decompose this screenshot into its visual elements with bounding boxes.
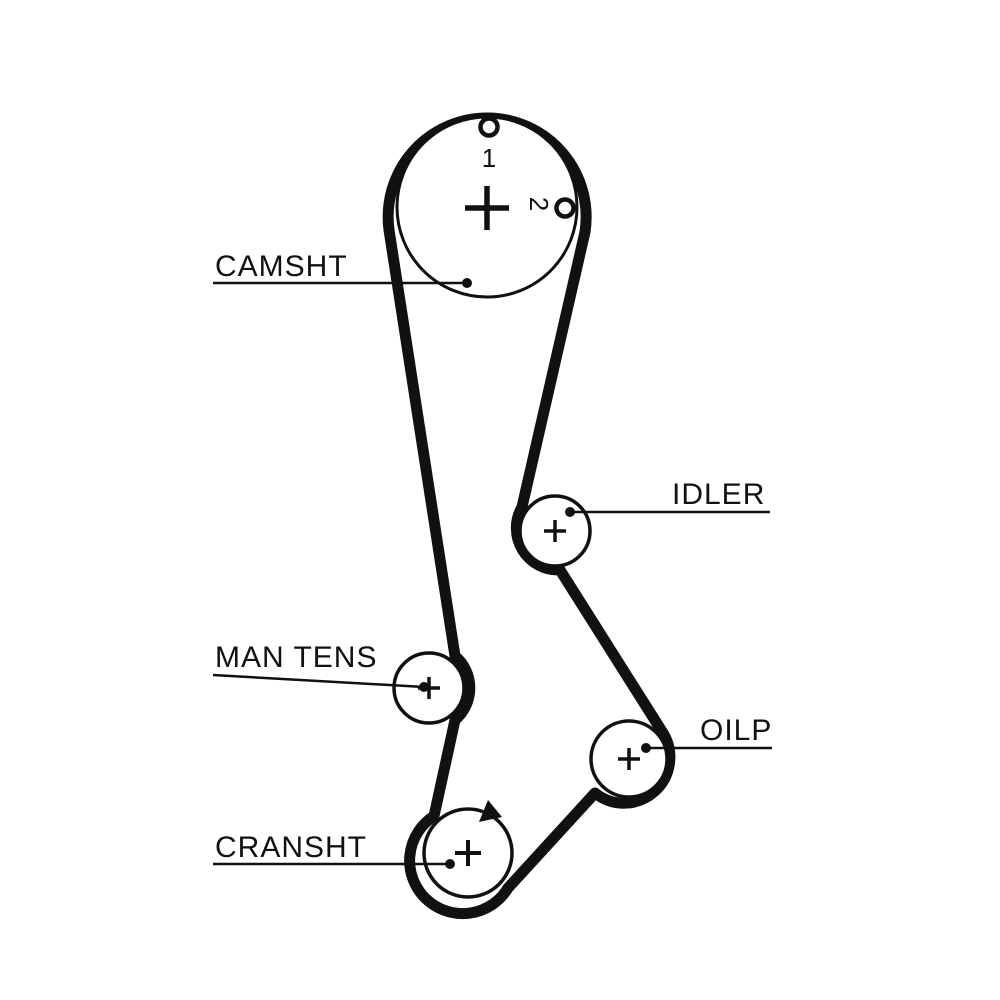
camshaft-timing-mark-1-circle: [478, 116, 500, 138]
oil-pump-center-cross-icon: [618, 748, 640, 770]
crankshaft-label: CRANSHT: [215, 831, 367, 864]
oil-pump-label: OILP: [700, 714, 772, 747]
camshaft-center-cross-icon: [465, 186, 509, 230]
crankshaft-leader-dot: [445, 859, 455, 869]
tensioner-leader-line: [212, 673, 425, 689]
oil-pump-leader-dot: [641, 743, 651, 753]
tensioner-label: MAN TENS: [215, 641, 377, 674]
idler-label: IDLER: [672, 478, 765, 511]
camshaft-label: CAMSHT: [215, 250, 348, 283]
idler-leader-dot: [565, 507, 575, 517]
tensioner-leader-dot: [419, 682, 429, 692]
camshaft-leader-dot: [462, 278, 472, 288]
crankshaft-timing-triangle-icon: [479, 800, 502, 822]
camshaft-timing-mark-2-circle: [554, 197, 576, 219]
crankshaft-center-cross-icon: [455, 840, 481, 866]
camshaft-timing-mark-1-label: 1: [482, 143, 496, 173]
idler-center-cross-icon: [544, 520, 566, 542]
camshaft-timing-mark-2-label: 2: [524, 197, 554, 211]
